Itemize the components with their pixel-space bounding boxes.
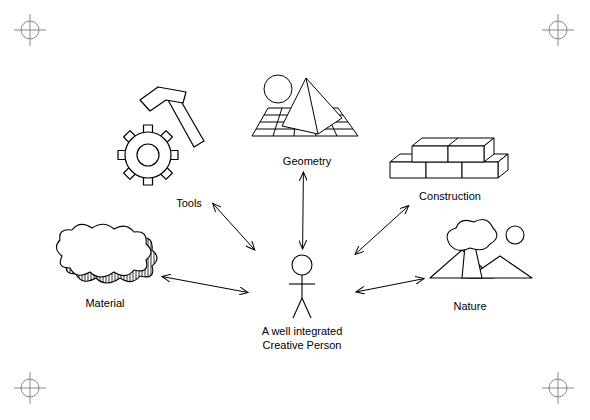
material-node: Material <box>52 222 158 310</box>
double-arrow <box>213 203 255 250</box>
registration-marks <box>14 14 574 404</box>
tree-trunk <box>462 246 482 278</box>
double-arrow <box>355 206 409 255</box>
pyramid <box>282 78 342 134</box>
sphere <box>264 75 292 103</box>
tree-crown <box>447 220 497 251</box>
construction-node: Construction <box>388 128 518 203</box>
geometry-icon <box>252 75 358 136</box>
hammer-head <box>140 87 186 111</box>
material-icon <box>56 224 157 283</box>
node-label: Construction <box>419 189 481 203</box>
stick-figure <box>289 255 315 318</box>
double-arrow <box>162 277 248 293</box>
nature-icon <box>430 220 532 278</box>
node-label: Material <box>85 296 124 310</box>
geometry-node: Geometry <box>248 68 360 168</box>
nature-node: Nature <box>428 222 534 313</box>
node-label: Geometry <box>283 154 331 168</box>
node-label: Tools <box>176 196 202 210</box>
gear <box>118 125 178 185</box>
person-node: A well integrated Creative Person <box>252 253 352 352</box>
tools-node: Tools <box>115 85 210 210</box>
double-arrow <box>302 172 304 249</box>
construction-icon <box>390 138 508 178</box>
double-arrow <box>356 279 424 292</box>
hammer-handle <box>168 96 204 147</box>
sun <box>506 226 524 244</box>
tools-icon <box>118 87 204 185</box>
node-label: Nature <box>453 299 486 313</box>
node-label: A well integrated Creative Person <box>252 324 352 352</box>
